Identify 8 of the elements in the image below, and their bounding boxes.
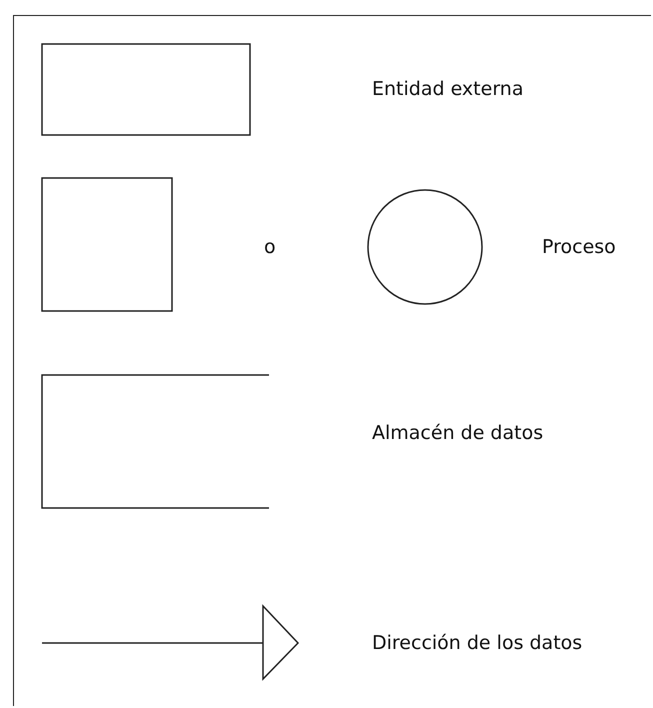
connector-word: o [264,235,276,259]
legend-label: Entidad externa [372,77,524,101]
process-square-symbol [41,177,173,312]
process-circle-symbol [367,189,483,305]
legend-label: Dirección de los datos [372,631,582,655]
legend-label: Proceso [542,235,616,259]
legend-label: Almacén de datos [372,421,544,445]
external-entity-symbol [41,43,251,136]
